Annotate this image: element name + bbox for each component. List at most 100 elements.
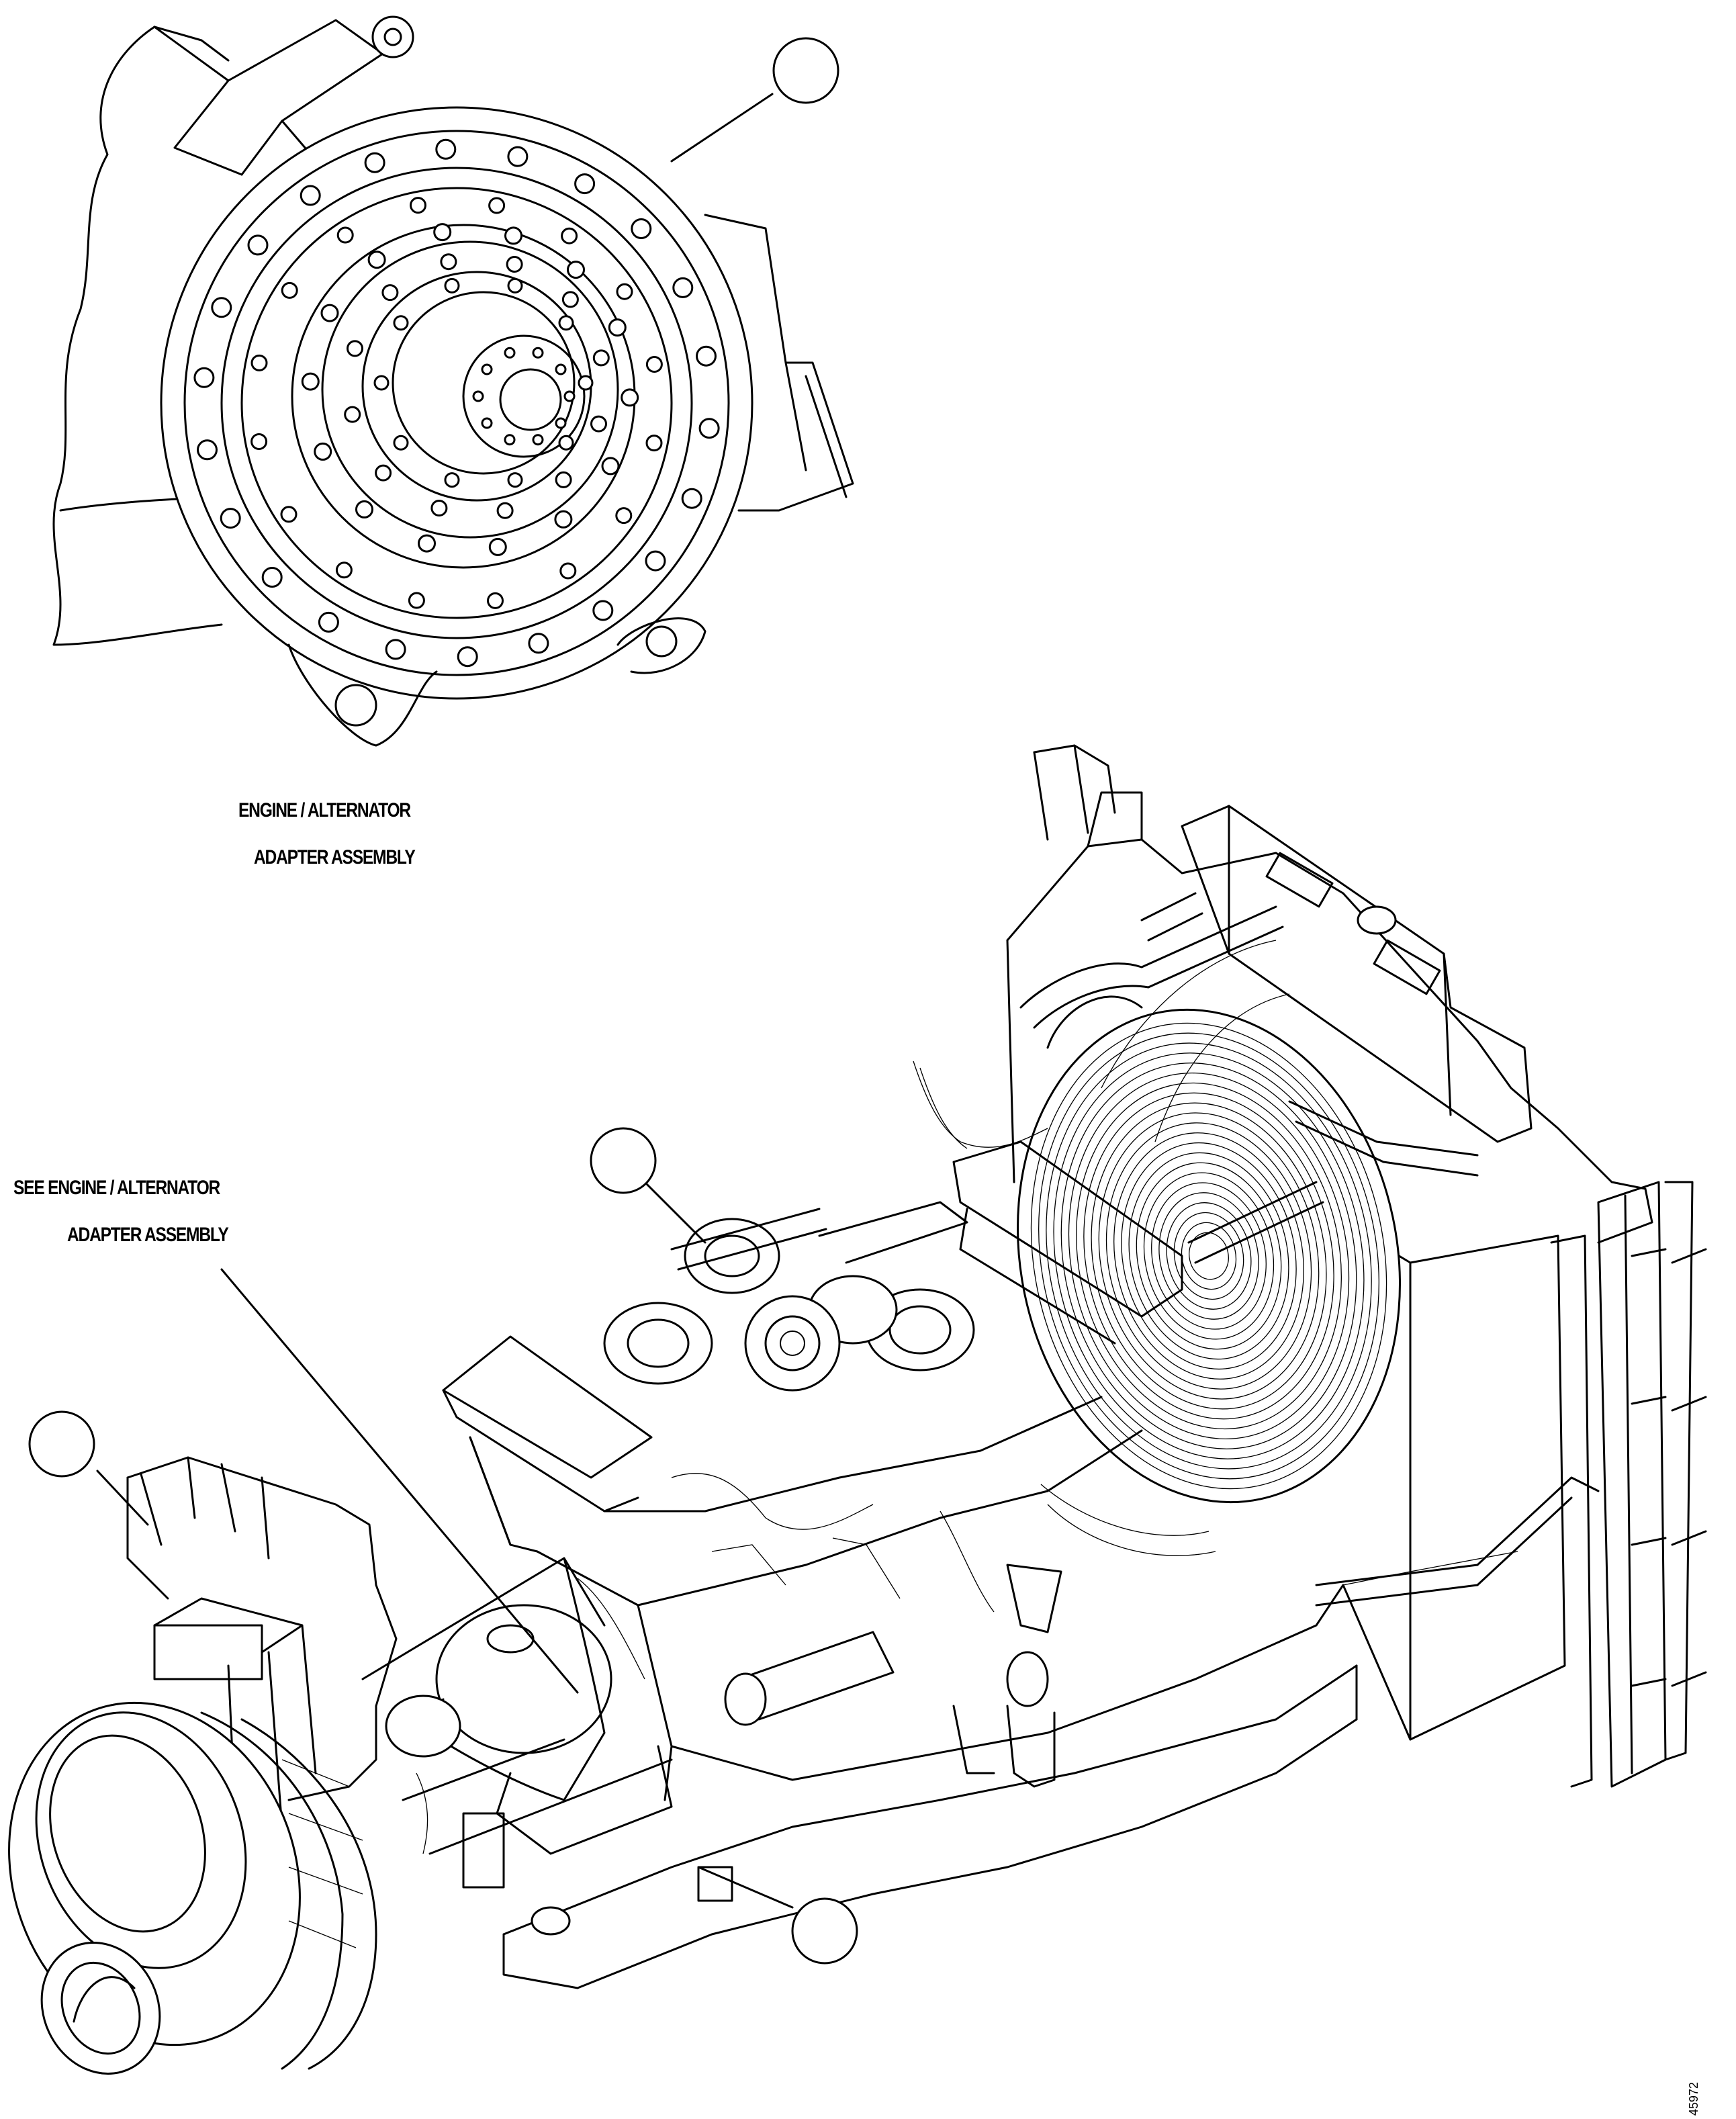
bolt [381,284,399,302]
bolt [567,261,585,279]
bolt [408,592,425,609]
see-adapter-line2: ADAPTER ASSEMBLY [67,1224,229,1246]
bolt [211,297,232,318]
bolt [281,281,298,299]
bolt [318,611,339,633]
bolt [574,173,596,195]
bolt [385,639,406,660]
leader-line-see-adapter [220,1268,579,1694]
bolt [375,464,392,482]
bolt [631,218,652,239]
bolt [430,500,448,516]
fan-guard-ring [1038,1032,1379,1480]
bolt [578,375,594,391]
bolt [435,138,457,160]
fan-guard-ring [1128,1152,1289,1360]
fan-guard-ring [1053,1052,1365,1459]
callout-base-frame [791,1897,858,1965]
fan-guard-ring [1091,1102,1327,1410]
bolt [601,457,620,476]
bolt [645,435,663,452]
bolt [590,415,607,433]
bolt [393,435,409,451]
bolt [335,561,353,579]
bolt [504,434,516,446]
bolt [554,510,573,529]
bolt [250,354,268,371]
bolt [300,185,321,206]
bolt [555,363,567,375]
bolt [532,347,544,359]
generator-set-view [8,93,1707,2075]
bolt [528,633,549,654]
bolt [563,390,576,402]
bolt [197,439,218,461]
adapter-title-line1: ENGINE / ALTERNATOR [238,799,411,821]
bolt [615,507,633,525]
callout-engine [590,1127,657,1194]
bolt [555,471,572,488]
bolt [496,502,514,519]
fan-guard-ring [1166,1202,1252,1310]
bolt [504,226,522,245]
bolt [592,349,610,367]
bolt [507,146,529,167]
bolt [393,315,409,331]
bolt [314,442,332,461]
bolt [336,226,354,244]
bolt [681,488,702,509]
fan-guard-ring [1158,1192,1259,1320]
bolt [472,390,484,402]
fan-guard-ring [1030,1022,1387,1490]
figure-id: 45972 [1687,2081,1700,2116]
bolt [373,375,390,391]
bolt [672,277,694,298]
bolt [645,356,663,373]
leader-line-alternator [96,1470,149,1526]
bolt [488,537,507,556]
bolt [487,592,504,609]
bolt [444,472,460,488]
fan-guard-ring [1189,1232,1229,1280]
bolt [504,347,516,359]
bolt [280,506,298,523]
bolt [220,508,241,529]
bolt [193,367,215,388]
adapter-assembly-view [52,15,854,747]
fan-guard-ring [1060,1063,1357,1449]
bolt [559,562,577,580]
bolt [507,277,523,294]
bolt [418,534,436,553]
fan-guard-ring [1076,1082,1342,1430]
callout-adapter [772,37,839,104]
bolt [481,363,493,375]
bolt [355,500,373,519]
fan-guard-ring [1105,1122,1312,1390]
bolt [347,340,363,357]
fan-guard-ring [1098,1112,1320,1400]
fan-guard-ring [1068,1073,1350,1439]
bolt [608,318,627,337]
callout-alternator [28,1410,95,1478]
fan-guard-ring [1143,1172,1275,1340]
leader-line-adapter [670,93,774,163]
leader-line-engine [643,1181,706,1244]
radiator-fan-guard [1030,1022,1387,1490]
bolt [561,291,579,308]
bolt [561,227,578,244]
leader-line-base [697,1866,794,1909]
bolt [444,277,460,294]
bolt [261,567,283,588]
bolt [367,251,386,269]
fan-guard-ring [1151,1182,1267,1330]
bolt [364,152,385,173]
fan-guard-ring [1136,1162,1282,1350]
adapter-title-line2: ADAPTER ASSEMBLY [254,846,416,868]
bolt [592,600,614,621]
bolt [320,304,339,322]
bolt [247,234,269,256]
flange-bolts [193,138,720,668]
bolt [555,417,567,429]
